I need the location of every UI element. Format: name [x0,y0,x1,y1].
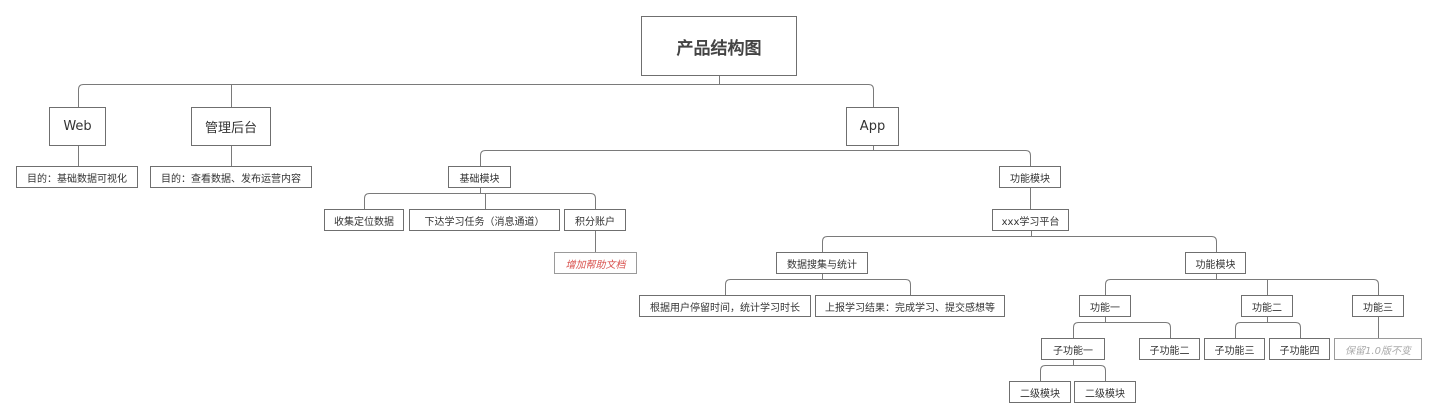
feature-3-node: 功能三 [1352,295,1404,317]
sub-feature-2-node: 子功能二 [1139,338,1200,360]
points-account-node: 积分账户 [564,209,626,231]
connector-21 [1211,236,1217,252]
connector-28 [1105,279,1111,295]
sub-feature-3-node: 子功能三 [1204,338,1265,360]
keep-v1-node: 保留1.0版不变 [1334,338,1422,360]
connector-25 [905,279,911,295]
add-help-doc-node: 增加帮助文档 [554,252,637,274]
connector-15 [590,193,596,209]
connector-37 [1235,322,1241,338]
connector-9 [480,150,486,166]
connector-24 [725,279,731,295]
basic-module-node: 基础模块 [448,166,511,188]
report-result-node: 上报学习结果：完成学习、提交感想等 [815,295,1005,317]
admin-goal-node: 目的：查看数据、发布运营内容 [150,166,312,188]
root-node: 产品结构图 [641,16,797,76]
connector-38 [1295,322,1301,338]
level2-module-b-node: 二级模块 [1074,381,1136,403]
sub-feature-1-node: 子功能一 [1041,338,1105,360]
web-node: Web [49,107,106,146]
connector-20 [822,236,828,252]
stat-time-node: 根据用户停留时间，统计学习时长 [639,295,811,317]
feature-module-2-node: 功能模块 [1185,252,1246,274]
xxx-platform-node: xxx学习平台 [992,209,1069,231]
app-node: App [846,107,899,146]
feature-2-node: 功能二 [1241,295,1293,317]
feature-module-node: 功能模块 [999,166,1061,188]
feature-1-node: 功能一 [1079,295,1131,317]
connector-33 [1073,322,1079,338]
connector-42 [1040,365,1046,381]
connector-4 [868,84,874,107]
connector-34 [1165,322,1171,338]
collect-location-node: 收集定位数据 [324,209,404,231]
level2-module-a-node: 二级模块 [1009,381,1071,403]
data-stats-node: 数据搜集与统计 [776,252,868,274]
issue-tasks-node: 下达学习任务（消息通道） [409,209,560,231]
connector-43 [1100,365,1106,381]
connector-10 [1025,150,1031,166]
connector-30 [1373,279,1379,295]
connector-2 [78,84,84,107]
sub-feature-4-node: 子功能四 [1269,338,1330,360]
connector-13 [364,193,370,209]
web-goal-node: 目的：基础数据可视化 [16,166,138,188]
admin-node: 管理后台 [191,107,271,146]
